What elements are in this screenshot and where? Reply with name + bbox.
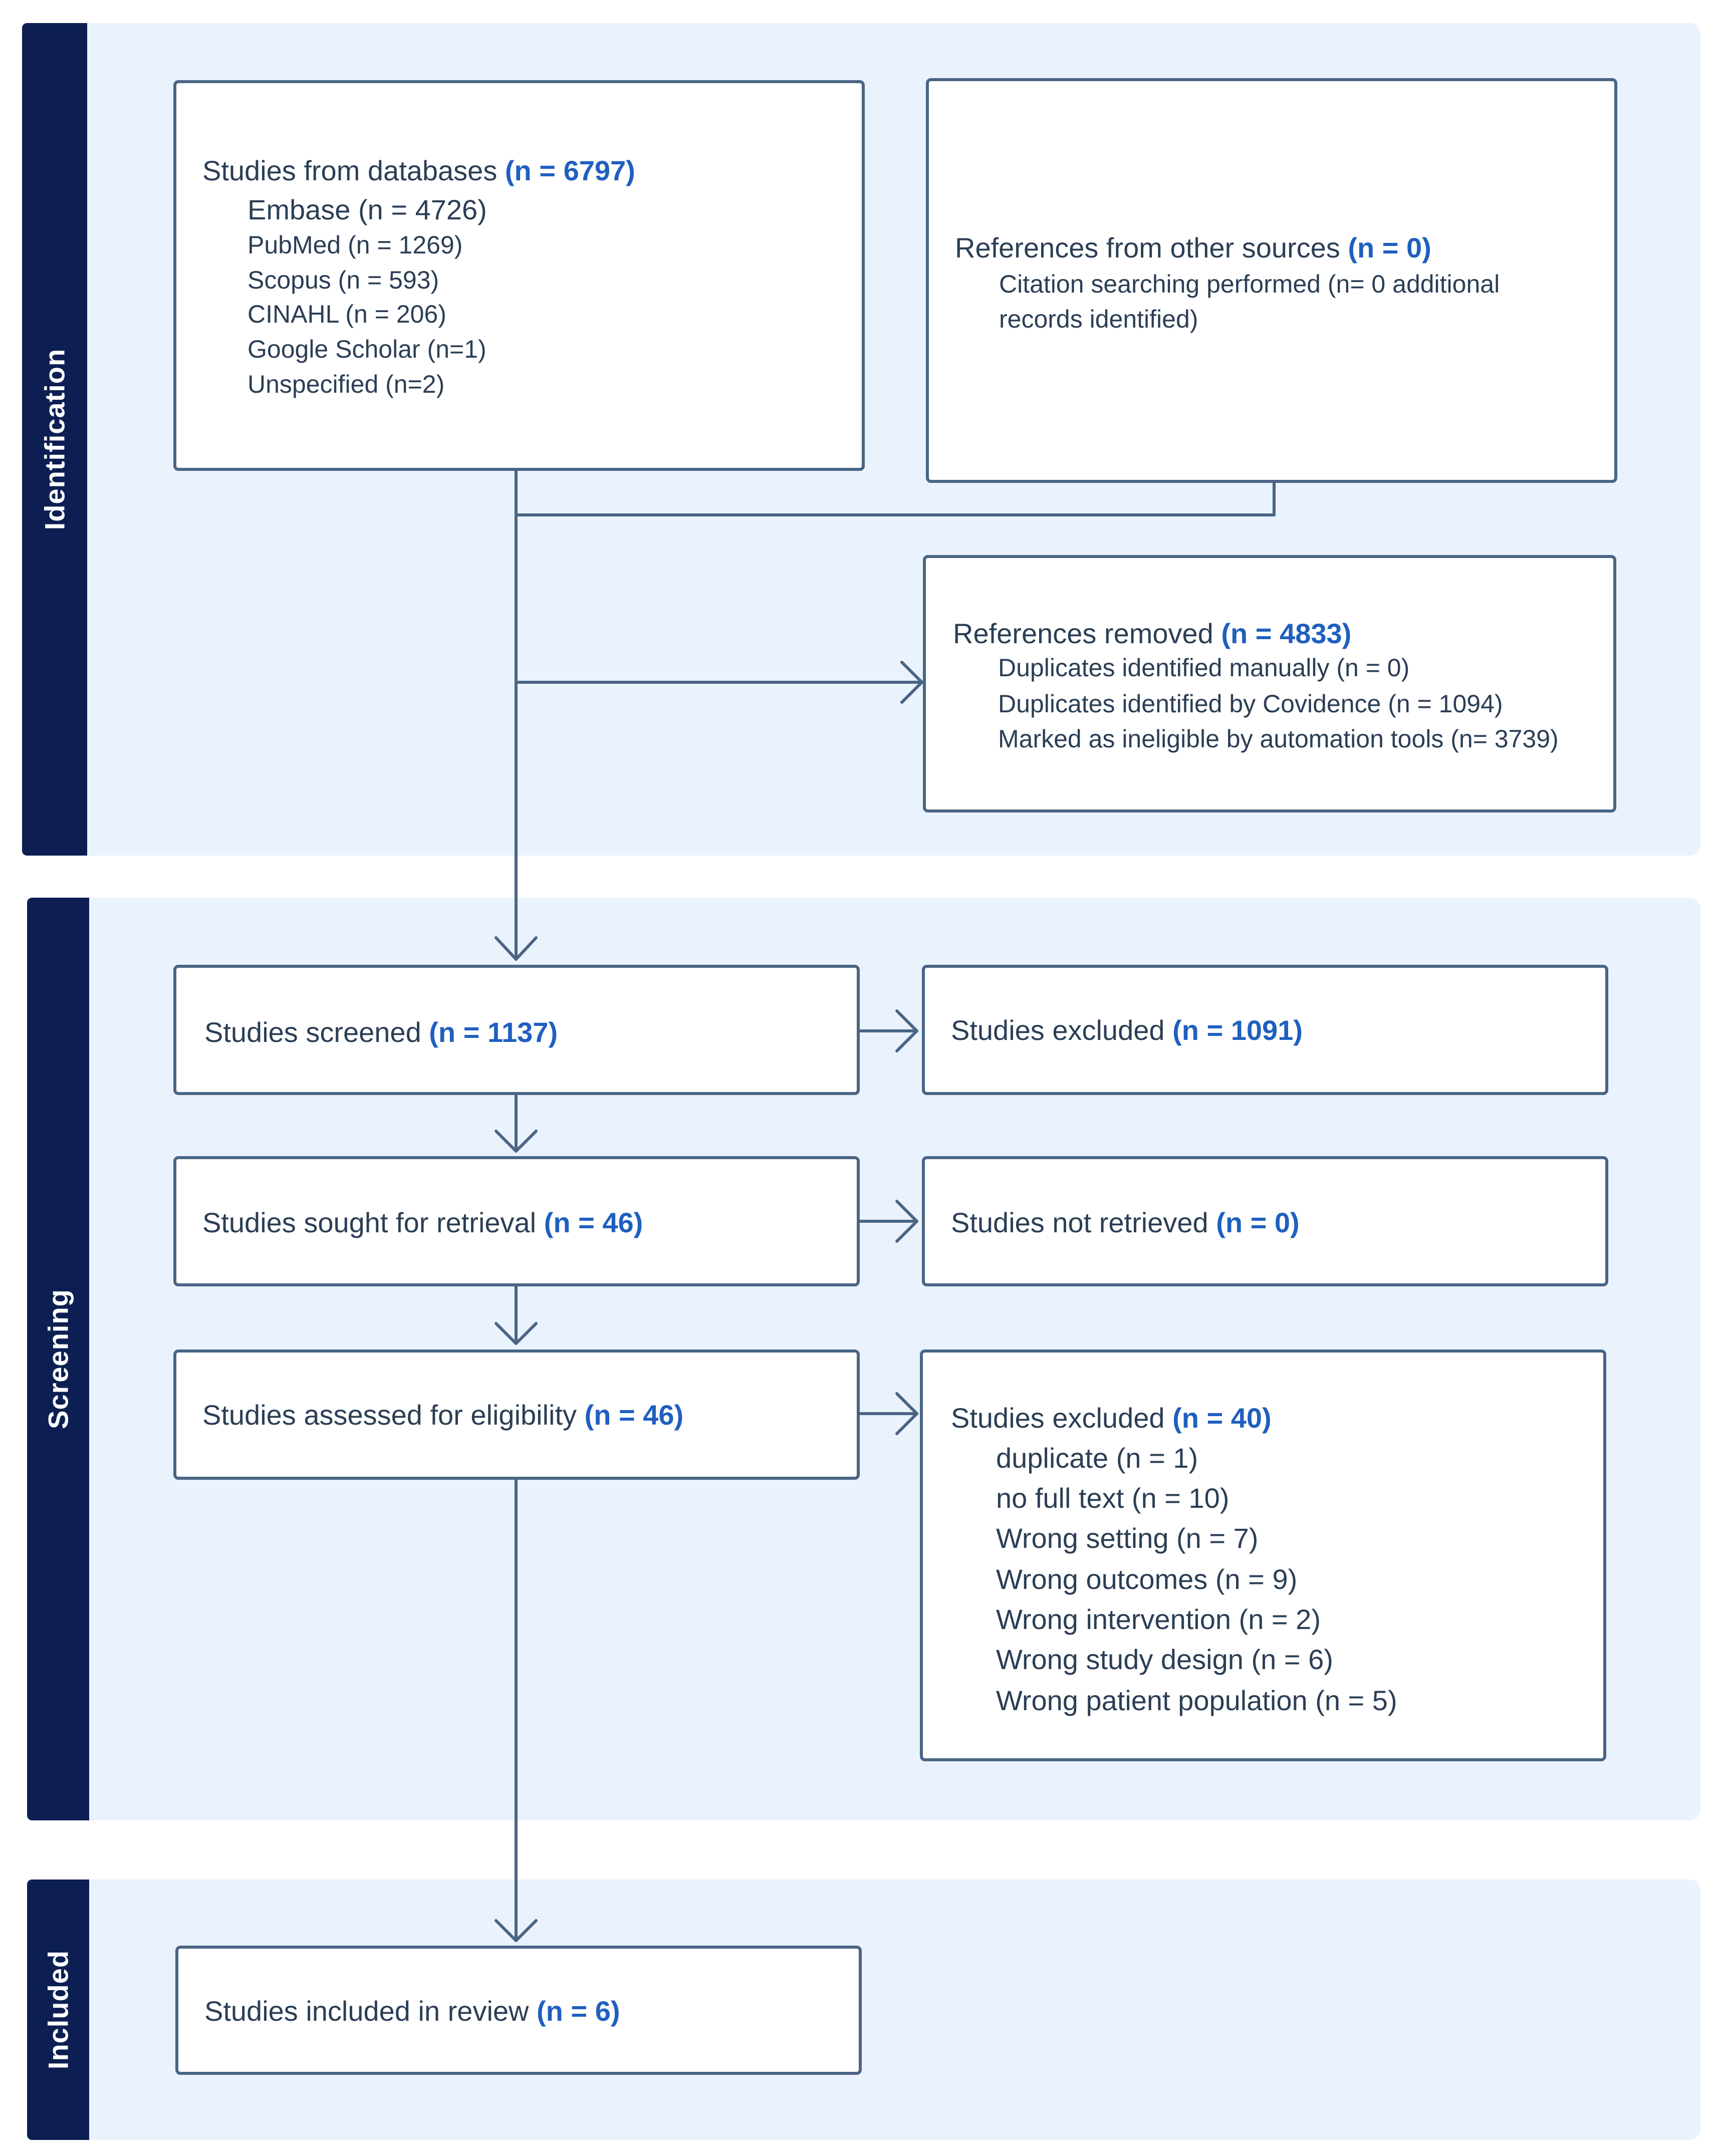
screened-box: Studies screened (n = 1137): [173, 965, 860, 1095]
screened-excluded-count: (n = 1091): [1172, 1014, 1303, 1046]
not-retrieved-title: Studies not retrieved (n = 0): [951, 1206, 1300, 1239]
exclusion-reason-item: Wrong intervention (n = 2): [996, 1603, 1321, 1635]
other-sources-label: References from other sources: [955, 232, 1348, 263]
included-title: Studies included in review (n = 6): [204, 1995, 620, 2027]
exclusion-reason-item: no full text (n = 10): [996, 1482, 1230, 1514]
eligibility-box: Studies assessed for eligibility (n = 46…: [173, 1350, 860, 1480]
eligibility-excluded-label: Studies excluded: [951, 1402, 1173, 1434]
retrieval-label: Studies sought for retrieval: [202, 1207, 544, 1238]
screened-excluded-box: Studies excluded (n = 1091): [922, 965, 1608, 1095]
removed-label: References removed: [953, 618, 1221, 649]
removed-count: (n = 4833): [1221, 618, 1352, 649]
eligibility-excluded-count: (n = 40): [1172, 1402, 1272, 1434]
screening-stage-bar: Screening: [27, 898, 89, 1820]
screened-excluded-title: Studies excluded (n = 1091): [951, 1014, 1303, 1046]
screened-count: (n = 1137): [429, 1016, 558, 1048]
screened-excluded-label: Studies excluded: [951, 1014, 1173, 1046]
included-label: Studies included in review: [204, 1995, 537, 2027]
identification-stage-bar: Identification: [22, 23, 87, 856]
exclusion-reason-item: Wrong setting (n = 7): [996, 1522, 1259, 1554]
eligibility-count: (n = 46): [584, 1399, 684, 1431]
removed-item: Duplicates identified manually (n = 0): [998, 654, 1410, 682]
included-count: (n = 6): [537, 1995, 620, 2027]
removed-title: References removed (n = 4833): [953, 617, 1351, 650]
other-sources-count: (n = 0): [1348, 232, 1431, 263]
arrowhead-not-retrieved: [895, 1200, 918, 1243]
other-sources-item: Citation searching performed (n= 0 addit…: [999, 270, 1500, 298]
eligibility-title: Studies assessed for eligibility (n = 46…: [202, 1399, 683, 1431]
arrowhead-eligibility: [495, 1322, 538, 1345]
removed-item: Marked as ineligible by automation tools…: [998, 725, 1559, 753]
arrowhead-included: [495, 1919, 538, 1942]
removed-item: Duplicates identified by Covidence (n = …: [998, 690, 1503, 718]
databases-count: (n = 6797): [505, 155, 635, 186]
connector-other-sources: [515, 469, 1276, 516]
not-retrieved-label: Studies not retrieved: [951, 1207, 1216, 1238]
other-sources-item: records identified): [999, 305, 1198, 333]
exclusion-reason-item: duplicate (n = 1): [996, 1442, 1198, 1474]
eligibility-excluded-title: Studies excluded (n = 40): [951, 1402, 1272, 1434]
databases-title: Studies from databases (n = 6797): [202, 154, 635, 187]
eligibility-excluded-box: Studies excluded (n = 40) duplicate (n =…: [920, 1350, 1606, 1761]
eligibility-label: Studies assessed for eligibility: [202, 1399, 585, 1431]
included-box: Studies included in review (n = 6): [175, 1946, 862, 2075]
retrieval-count: (n = 46): [544, 1207, 643, 1238]
databases-item: Google Scholar (n=1): [248, 335, 486, 363]
exclusion-reason-item: Wrong study design (n = 6): [996, 1644, 1333, 1675]
exclusion-reason-item: Wrong patient population (n = 5): [996, 1685, 1397, 1716]
databases-item: Scopus (n = 593): [248, 266, 439, 294]
arrowhead-screened-excluded: [895, 1009, 918, 1052]
databases-label: Studies from databases: [202, 155, 505, 186]
other-sources-title: References from other sources (n = 0): [955, 231, 1431, 264]
not-retrieved-box: Studies not retrieved (n = 0): [922, 1156, 1608, 1286]
retrieval-box: Studies sought for retrieval (n = 46): [173, 1156, 860, 1286]
databases-item: PubMed (n = 1269): [248, 231, 463, 259]
included-stage-bar: Included: [27, 1879, 89, 2140]
arrowhead-to-screened: [495, 936, 538, 961]
removed-box: References removed (n = 4833) Duplicates…: [923, 555, 1616, 813]
arrowhead-to-removed: [900, 661, 923, 704]
exclusion-reason-item: Wrong outcomes (n = 9): [996, 1563, 1298, 1595]
databases-item: Unspecified (n=2): [248, 370, 445, 398]
arrowhead-eligibility-excluded: [895, 1392, 918, 1435]
not-retrieved-count: (n = 0): [1216, 1207, 1300, 1238]
screened-title: Studies screened (n = 1137): [204, 1016, 558, 1048]
retrieval-title: Studies sought for retrieval (n = 46): [202, 1206, 643, 1239]
screened-label: Studies screened: [204, 1016, 429, 1048]
other-sources-box: References from other sources (n = 0) Ci…: [926, 78, 1617, 483]
databases-box: Studies from databases (n = 6797) Embase…: [173, 80, 865, 471]
databases-item: CINAHL (n = 206): [248, 300, 446, 328]
databases-item: Embase (n = 4726): [248, 194, 487, 225]
arrowhead-retrieval: [495, 1130, 538, 1153]
